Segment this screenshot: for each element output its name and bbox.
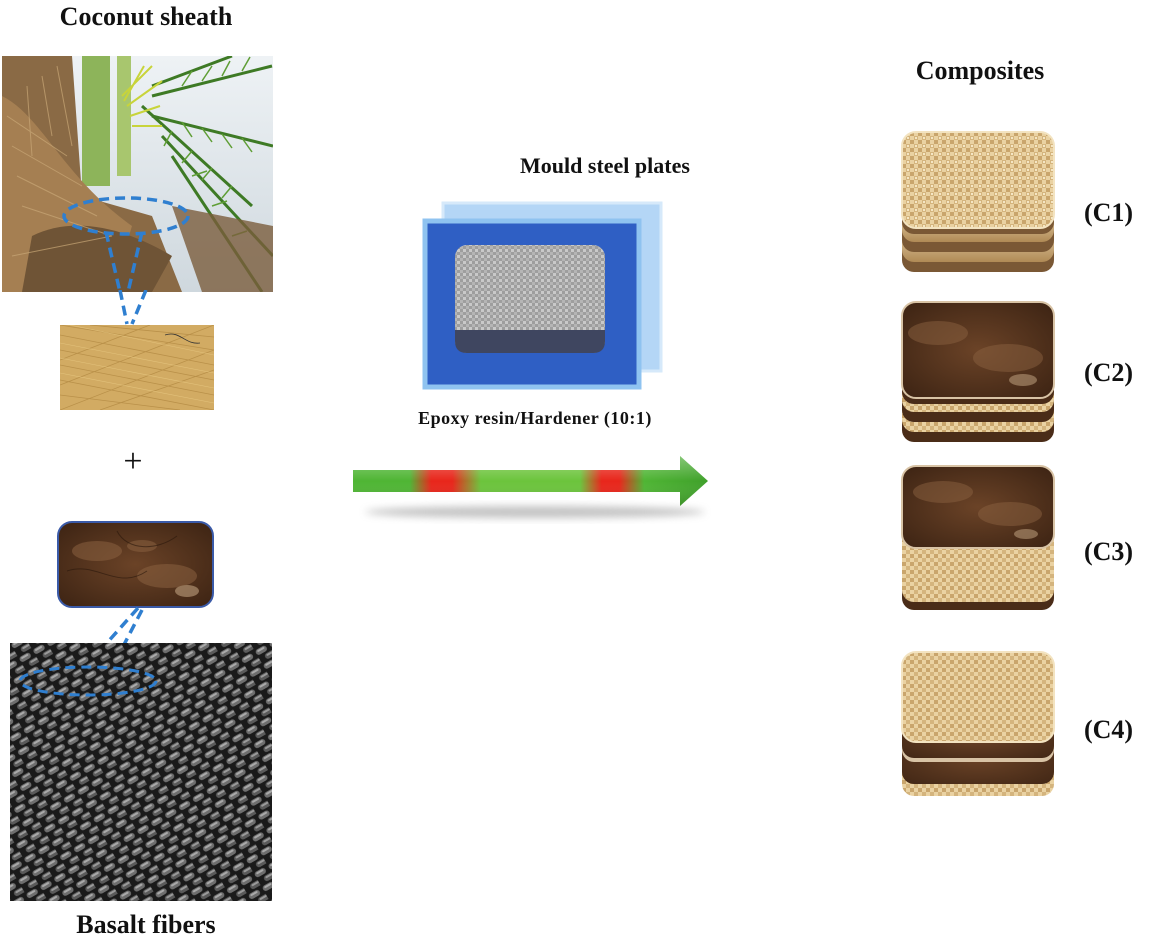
- basalt-fibers-title: Basalt fibers: [76, 910, 216, 939]
- coconut-connector: [118, 290, 148, 325]
- epoxy-resin-label: Epoxy resin/Hardener (10:1): [418, 408, 652, 428]
- composite-stack-c2: [901, 301, 1055, 442]
- composite-label-c4: (C4): [1084, 715, 1134, 744]
- process-arrow: [353, 456, 708, 518]
- coconut-tree-photo: [2, 56, 273, 292]
- composite-label-c2: (C2): [1084, 358, 1134, 387]
- composite-stack-c3: [901, 465, 1055, 610]
- plus-sign: +: [123, 443, 143, 480]
- basalt-fabric-photo: [10, 643, 272, 901]
- composite-stack-c1: [901, 131, 1055, 272]
- coconut-sheath-title: Coconut sheath: [59, 2, 233, 31]
- basalt-fiber-swatch: [57, 521, 214, 608]
- mould-steel-plates: [422, 201, 663, 390]
- composite-stack-c4: [901, 651, 1055, 796]
- composite-label-c3: (C3): [1084, 537, 1134, 566]
- coconut-sheath-swatch: [60, 325, 214, 410]
- mould-steel-plates-label: Mould steel plates: [520, 153, 690, 178]
- composites-title: Composites: [915, 56, 1045, 85]
- composite-label-c1: (C1): [1084, 198, 1134, 227]
